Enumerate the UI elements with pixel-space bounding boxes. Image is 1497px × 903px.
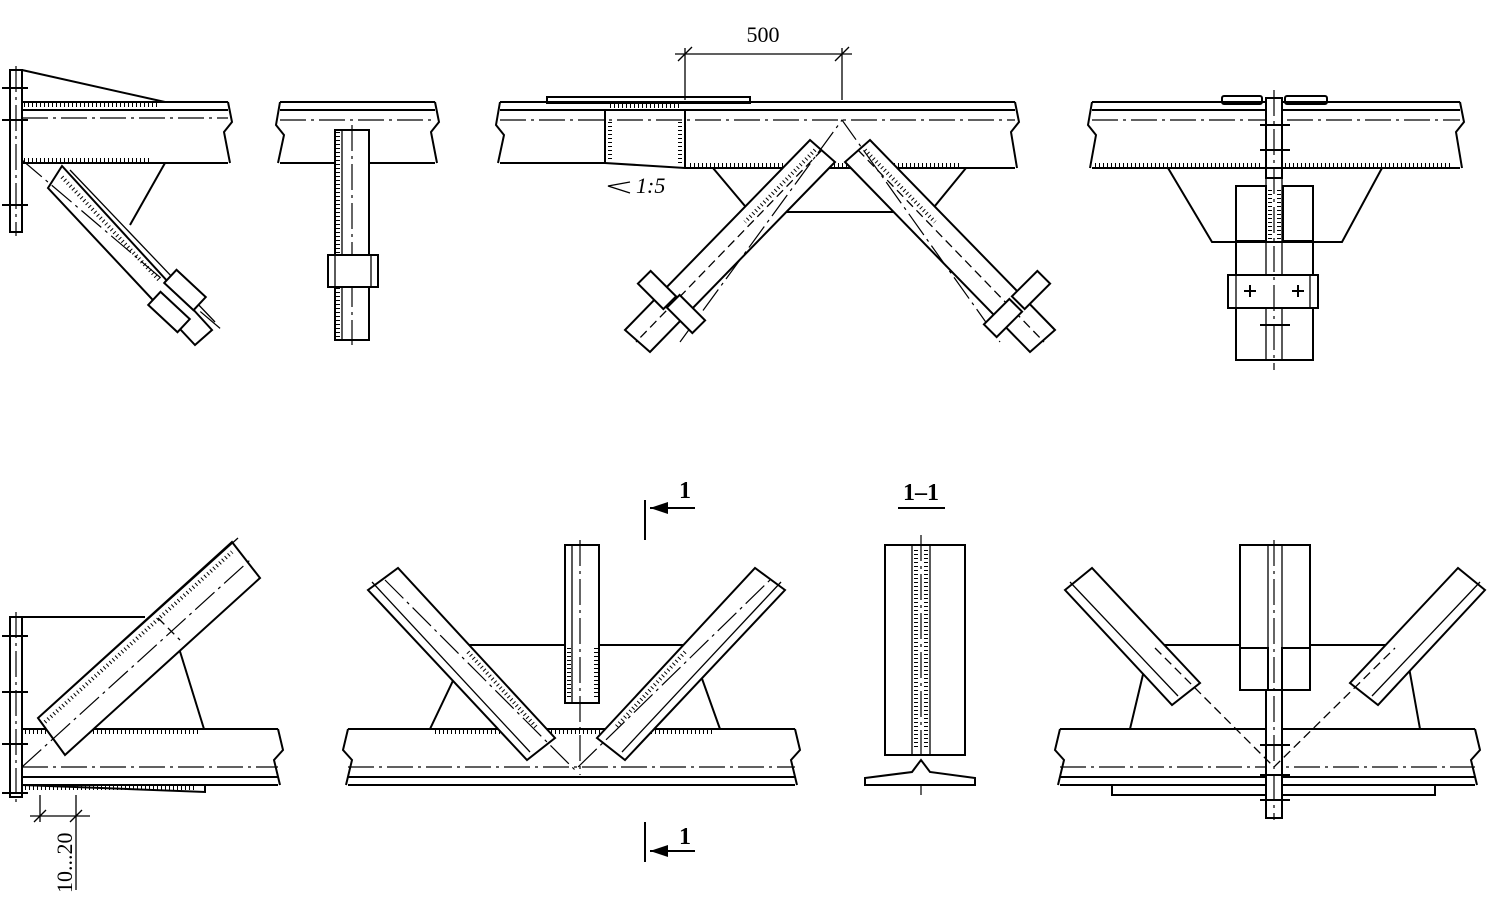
cut-label-bottom: 1	[679, 824, 691, 850]
gap-dimension-label: 10...20	[52, 833, 77, 894]
dimension-500-label: 500	[747, 22, 780, 47]
section-base-tee	[864, 758, 976, 786]
section-title: 1–1	[903, 480, 939, 506]
post-splice-plate	[327, 254, 379, 288]
slope-ratio-label: 1:5	[636, 173, 665, 198]
detail-bolted-post-node-top	[1086, 90, 1466, 370]
bottom-left-diagonal	[366, 566, 557, 762]
rising-diagonal	[36, 540, 262, 757]
gusset-taper-edge	[21, 69, 166, 103]
detail-bottom-chord-node: 1 1	[341, 478, 802, 862]
cut-label-top: 1	[679, 478, 691, 504]
post-stub	[564, 544, 600, 704]
detail-support-node-top	[2, 66, 234, 347]
left-diagonal-bottom	[1063, 566, 1202, 707]
detail-chord-splice-node: 500 1:5	[494, 22, 1057, 354]
bolted-cover-plate	[1227, 274, 1319, 309]
section-1-1: 1–1	[864, 480, 976, 795]
right-diagonal-bottom	[1348, 566, 1487, 707]
bottom-right-diagonal	[595, 566, 787, 762]
detail-support-node-bottom: 10...20	[2, 537, 285, 894]
detail-post-node-top	[274, 101, 441, 345]
detail-bolted-bottom-node	[1053, 540, 1487, 820]
splice-plate	[162, 268, 208, 312]
right-diagonal	[843, 138, 1057, 354]
